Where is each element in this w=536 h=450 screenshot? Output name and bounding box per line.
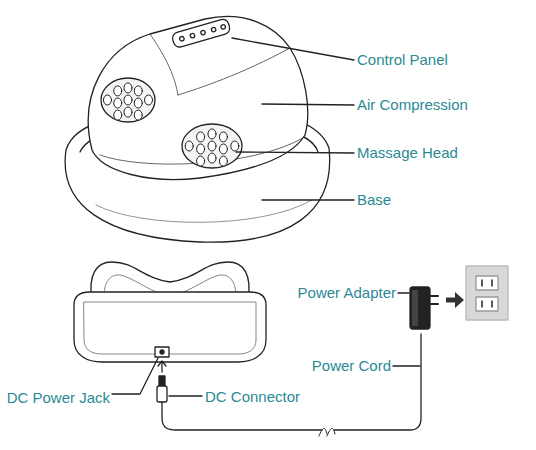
massage-nub: [114, 110, 122, 120]
part-label: Air Compression: [357, 96, 468, 114]
part-label: DC Connector: [205, 388, 300, 406]
massage-nub: [219, 132, 227, 142]
part-label: Power Adapter: [298, 284, 396, 302]
massage-nub: [185, 141, 193, 151]
massage-nub: [197, 144, 205, 154]
massage-nub: [231, 141, 239, 151]
massage-nub: [208, 141, 216, 151]
massage-nub: [124, 107, 132, 117]
part-label: Power Cord: [312, 357, 391, 375]
massage-nub: [103, 95, 111, 105]
massage-nub: [114, 98, 122, 108]
massage-nub: [208, 153, 216, 163]
massage-nub: [208, 129, 216, 139]
massage-nub: [197, 132, 205, 142]
part-label: Control Panel: [357, 51, 448, 69]
massage-nub: [219, 144, 227, 154]
massage-nub: [197, 156, 205, 166]
part-label: DC Power Jack: [7, 389, 110, 407]
massage-nub: [145, 95, 153, 105]
part-label: Massage Head: [357, 144, 458, 162]
massage-nub: [134, 86, 142, 96]
massage-nub: [134, 98, 142, 108]
massage-nub: [114, 86, 122, 96]
part-label: Base: [357, 191, 391, 209]
massage-nub: [124, 83, 132, 93]
massage-nub: [134, 110, 142, 120]
massage-nub: [219, 156, 227, 166]
massage-nub: [124, 95, 132, 105]
